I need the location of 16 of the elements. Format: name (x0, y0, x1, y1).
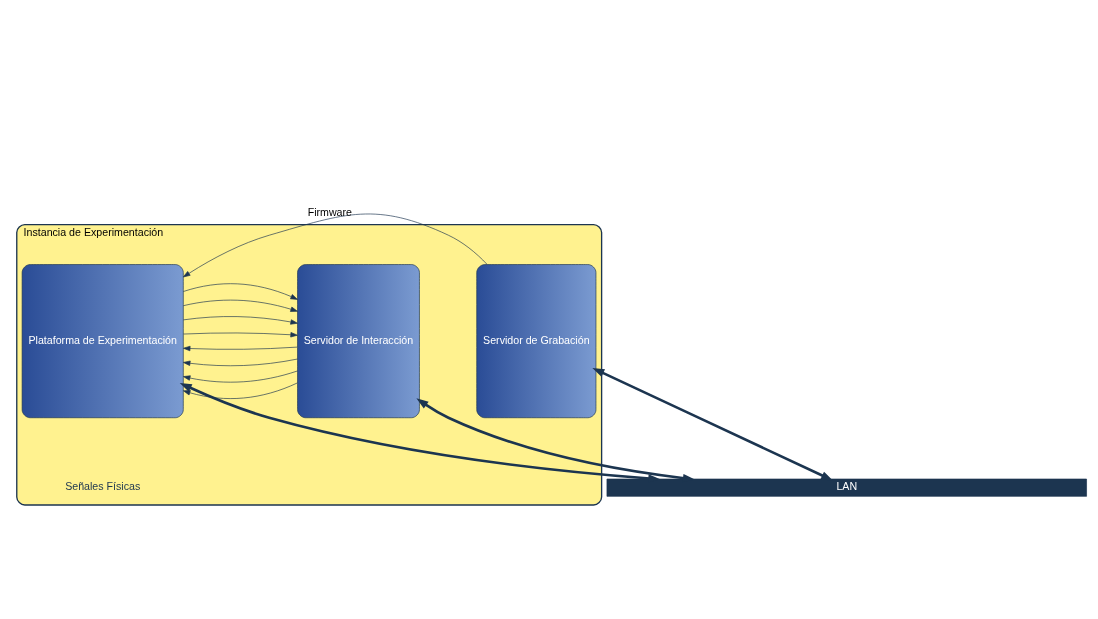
node-box: LAN (606, 478, 1087, 497)
arrow (592, 368, 834, 481)
arrow (183, 332, 298, 338)
node-box: Plataforma de Experimentación (21, 264, 184, 419)
arrow (183, 382, 298, 399)
arrow (183, 283, 298, 300)
arrow (183, 345, 298, 352)
arrow (183, 213, 488, 278)
arrow (183, 358, 298, 367)
arrow (183, 370, 298, 383)
arrow (183, 299, 298, 312)
node-box: Servidor de Grabación (476, 264, 597, 419)
edge-label: Firmware (307, 205, 353, 218)
node-box: Servidor de Interacción (297, 264, 420, 419)
arrow (183, 316, 298, 325)
label: Señales Físicas (65, 480, 141, 493)
